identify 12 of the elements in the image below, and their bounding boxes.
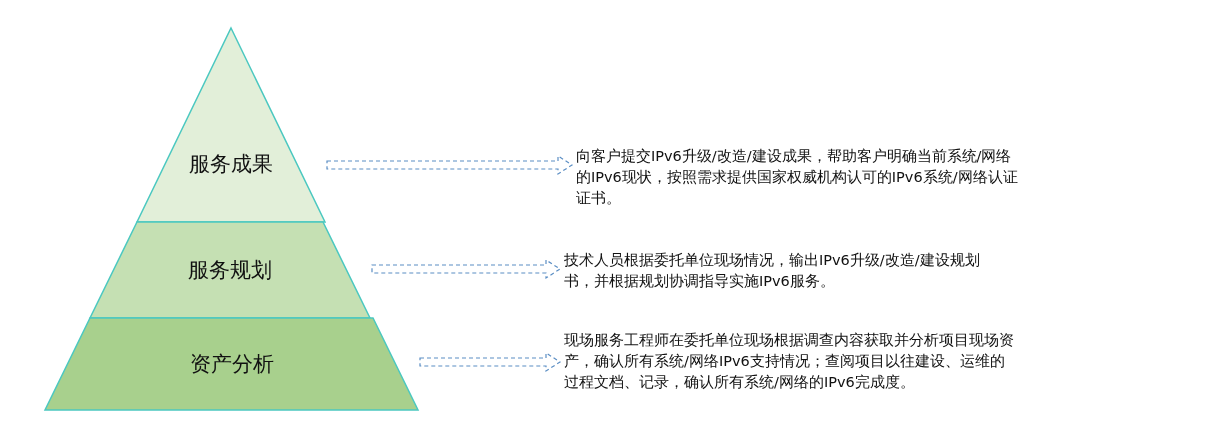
pyramid-tier [137, 28, 325, 222]
description-text: 技术人员根据委托单位现场情况，输出IPv6升级/改造/建设规划书，并根据规划协调指导实施IPv6服务。 [564, 250, 1004, 292]
pyramid-tier [90, 222, 370, 318]
arrow [419, 351, 562, 373]
tier-label: 服务规划 [187, 257, 273, 284]
tier-label: 资产分析 [188, 351, 275, 378]
description-text: 向客户提交IPv6升级/改造/建设成果，帮助客户明确当前系统/网络的IPv6现状，按照需求提供国家权威机构认可的IPv6系统/网络认证证书。 [576, 146, 1026, 209]
pyramid-tier [45, 318, 418, 410]
tier-label: 服务成果 [188, 151, 274, 178]
arrow [371, 258, 562, 280]
arrow [326, 154, 574, 176]
description-text: 现场服务工程师在委托单位现场根据调查内容获取并分析项目现场资产，确认所有系统/网络IPv6支持情况；查阅项目以往建设、运维的过程文档、记录，确认所有系统/网络的IPv6完成度。 [564, 330, 1014, 393]
